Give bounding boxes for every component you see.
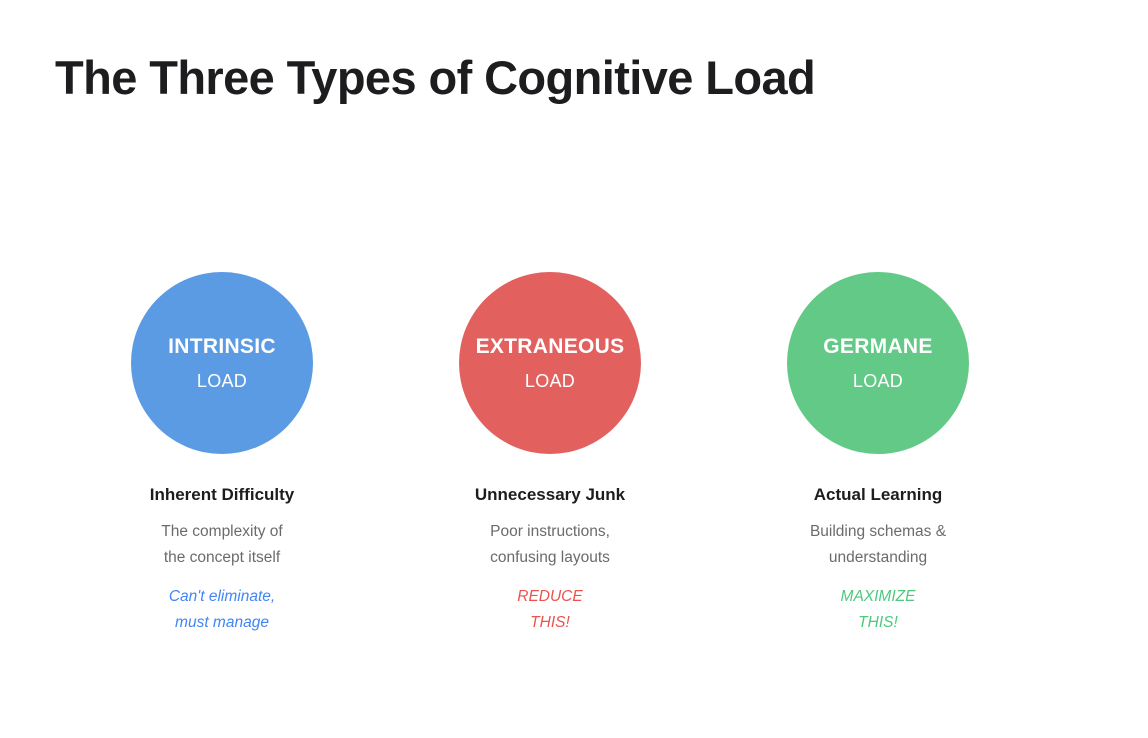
description-line-1: The complexity of	[161, 523, 283, 541]
column-germane: GERMANE LOAD Actual Learning Building sc…	[714, 258, 1042, 637]
circle-title-germane: GERMANE	[823, 335, 933, 358]
cognitive-load-columns: INTRINSIC LOAD Inherent Difficulty The c…	[0, 258, 1148, 637]
accent-line-2: must manage	[175, 614, 269, 632]
description-line-2: the concept itself	[163, 549, 281, 567]
description-line-1: Poor instructions,	[490, 523, 610, 541]
circle-extraneous[interactable]: EXTRANEOUS LOAD	[459, 272, 641, 454]
column-extraneous: EXTRANEOUS LOAD Unnecessary Junk Poor in…	[386, 258, 714, 637]
heading-extraneous: Unnecessary Junk	[474, 485, 626, 504]
description-intrinsic: The complexity of the concept itself	[161, 519, 282, 571]
circle-subtitle-germane: LOAD	[852, 371, 904, 391]
accent-germane: MAXIMIZE THIS!	[841, 584, 916, 636]
circle-title-extraneous: EXTRANEOUS	[475, 335, 625, 358]
accent-line-2: THIS!	[530, 614, 570, 632]
description-line-1: Building schemas &	[809, 523, 947, 541]
column-intrinsic: INTRINSIC LOAD Inherent Difficulty The c…	[58, 258, 386, 637]
heading-germane: Actual Learning	[813, 485, 943, 504]
description-germane: Building schemas & understanding	[810, 519, 946, 571]
accent-line-1: REDUCE	[517, 588, 583, 606]
circle-title-intrinsic: INTRINSIC	[168, 335, 276, 358]
accent-intrinsic: Can't eliminate, must manage	[169, 584, 275, 636]
accent-extraneous: REDUCE THIS!	[517, 584, 582, 636]
description-extraneous: Poor instructions, confusing layouts	[490, 519, 610, 571]
page-title: The Three Types of Cognitive Load	[55, 51, 816, 104]
description-line-2: understanding	[828, 549, 928, 567]
accent-line-2: THIS!	[858, 614, 898, 632]
circle-intrinsic[interactable]: INTRINSIC LOAD	[131, 272, 313, 454]
description-line-2: confusing layouts	[490, 549, 610, 567]
circle-subtitle-intrinsic: LOAD	[196, 371, 248, 391]
circle-germane[interactable]: GERMANE LOAD	[787, 272, 969, 454]
heading-intrinsic: Inherent Difficulty	[149, 485, 295, 504]
circle-subtitle-extraneous: LOAD	[524, 371, 576, 391]
accent-line-1: MAXIMIZE	[840, 588, 916, 606]
accent-line-1: Can't eliminate,	[168, 588, 276, 606]
